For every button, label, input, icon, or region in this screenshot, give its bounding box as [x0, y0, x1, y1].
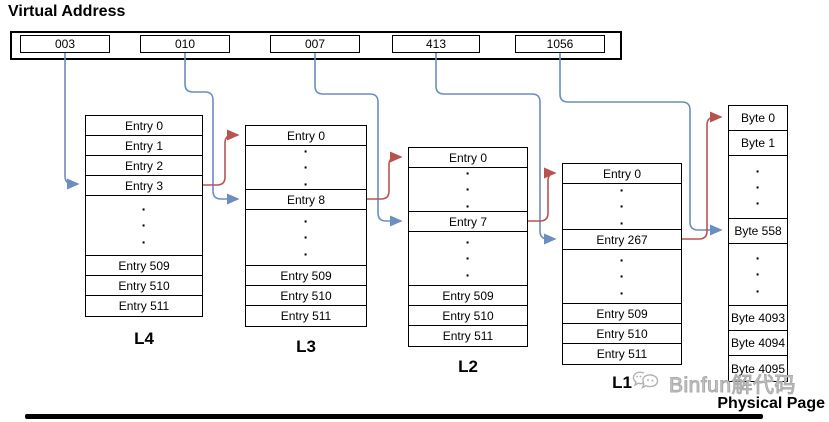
table-row-selected: Entry 7 [409, 212, 527, 232]
table-row: Entry 509 [563, 304, 681, 324]
physical-page-label: Physical Page [717, 395, 825, 412]
watermark-text: Binfun解代码 [668, 374, 797, 398]
table-row-selected: Byte 558 [729, 219, 787, 244]
l1-page-table: Entry 0 · · · Entry 267 · · · Entry 509 … [562, 163, 682, 365]
table-row-selected: Entry 8 [246, 190, 366, 210]
va-field-offset: 1056 [515, 35, 605, 53]
l3-label: L3 [296, 337, 316, 356]
table-row: Entry 509 [86, 256, 202, 276]
arrow-l3entry8-to-l2-base [367, 151, 403, 200]
arrow-l2entry7-to-l1-base [528, 167, 557, 222]
physical-page-table: Byte 0 Byte 1 · · · Byte 558 · · · Byte … [728, 105, 788, 382]
table-row: Entry 509 [246, 266, 366, 286]
ellipsis-row: · · · [246, 210, 366, 266]
table-row: Entry 510 [409, 306, 527, 326]
table-row-selected: Entry 3 [86, 176, 202, 196]
chat-bubbles-icon [632, 371, 659, 389]
va-field-l3-index: 010 [140, 35, 230, 53]
l1-label: L1 [612, 373, 632, 392]
table-row: Byte 1 [729, 131, 787, 156]
ellipsis-row: · · · [86, 196, 202, 256]
table-row-selected: Entry 267 [563, 230, 681, 250]
table-row: Byte 0 [729, 106, 787, 131]
table-row: Entry 511 [280, 309, 332, 323]
watermark: Binfun解代码 [631, 369, 796, 399]
table-row: Entry 2 [86, 156, 202, 176]
arrow-l4entry3-to-l3-base [203, 129, 240, 186]
table-row: Entry 511 [442, 329, 494, 343]
table-row: Byte 4095 [730, 361, 786, 376]
table-row: Byte 4094 [729, 331, 787, 356]
ellipsis-row: · · · [246, 146, 366, 190]
ellipsis-row: · · · [729, 244, 787, 306]
virtual-address-title: Virtual Address [8, 3, 126, 20]
va-field-l4-index: 003 [20, 35, 110, 53]
l4-label: L4 [134, 329, 154, 348]
table-row: Entry 510 [86, 276, 202, 296]
table-row: Entry 509 [409, 286, 527, 306]
l3-page-table: Entry 0 · · · Entry 8 · · · Entry 509 En… [245, 125, 367, 327]
table-row: Byte 4093 [729, 306, 787, 331]
table-row: Entry 0 [86, 116, 202, 136]
bottom-divider-bar [25, 414, 763, 419]
arrow-l1entry267-to-byte0 [682, 111, 723, 240]
va-field-l1-index: 413 [392, 35, 480, 53]
ellipsis-row: · · · [409, 232, 527, 286]
table-row: Entry 511 [596, 347, 648, 361]
table-row: Entry 1 [86, 136, 202, 156]
ellipsis-row: · · · [409, 168, 527, 212]
l4-page-table: Entry 0 Entry 1 Entry 2 Entry 3 · · · En… [85, 115, 203, 317]
ellipsis-row: · · · [729, 156, 787, 219]
ellipsis-row: · · · [563, 184, 681, 230]
table-row: Entry 510 [246, 286, 366, 306]
ellipsis-row: · · · [563, 250, 681, 304]
l2-label: L2 [458, 357, 478, 376]
table-row: Entry 0 [246, 126, 366, 146]
l2-page-table: Entry 0 · · · Entry 7 · · · Entry 509 En… [408, 147, 528, 347]
va-field-l2-index: 007 [270, 35, 360, 53]
table-row: Entry 511 [118, 299, 170, 313]
table-row: Entry 0 [409, 148, 527, 168]
arrow-va003-to-l4-entry3 [64, 53, 80, 190]
table-row: Entry 0 [563, 164, 681, 184]
table-row: Entry 510 [563, 324, 681, 344]
